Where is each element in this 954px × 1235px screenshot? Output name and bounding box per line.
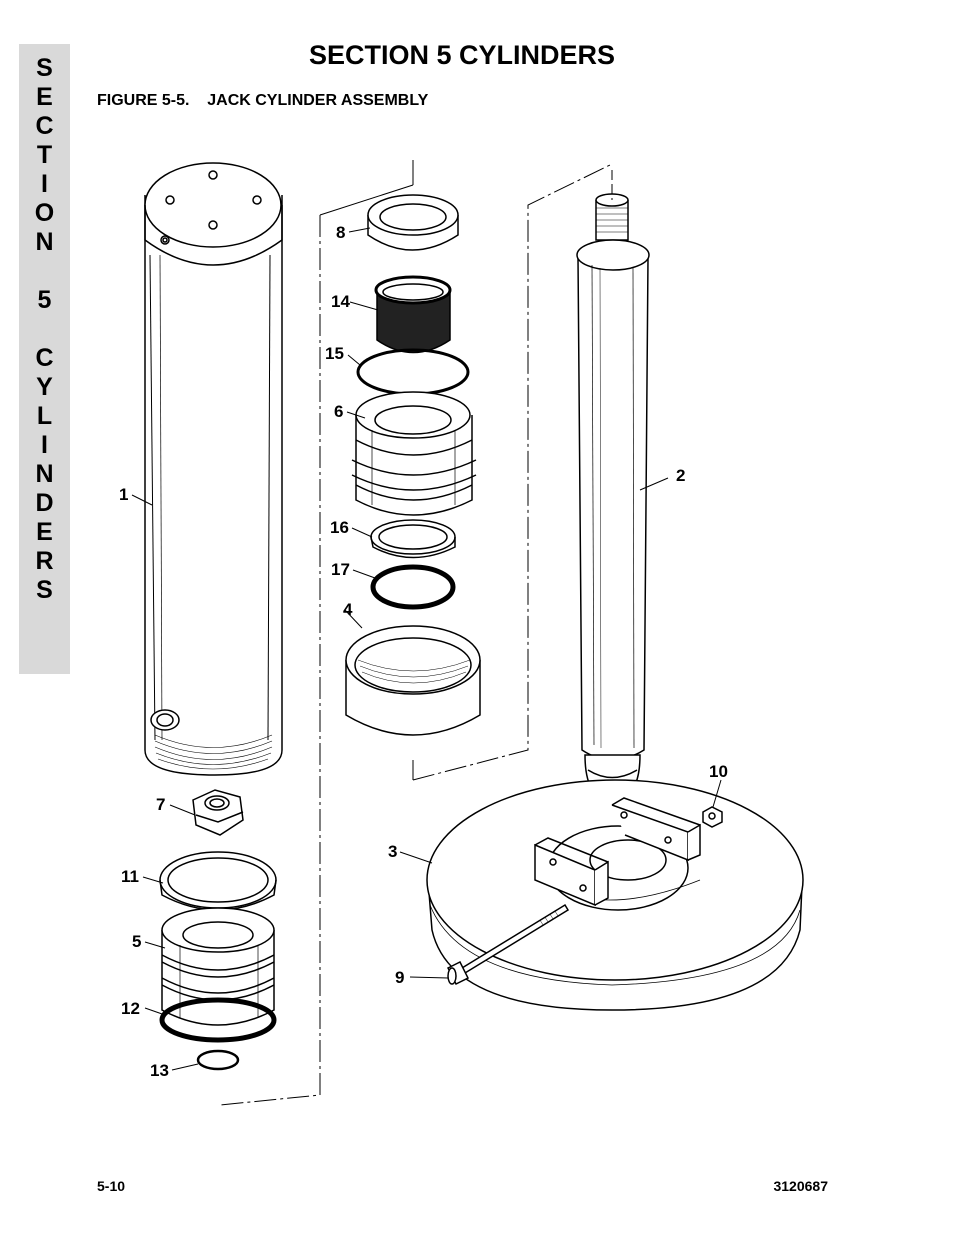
callout-1: 1	[119, 485, 128, 504]
page-number: 5-10	[97, 1178, 126, 1194]
document-number: 3120687	[773, 1178, 828, 1194]
callout-6: 6	[334, 402, 343, 421]
callout-10: 10	[709, 762, 728, 781]
head-seal-drawing	[370, 564, 456, 610]
callout-16: 16	[330, 518, 349, 537]
side-tab-letter: C	[35, 344, 54, 372]
side-tab-letter: R	[35, 547, 54, 575]
head-ring-drawing	[345, 625, 481, 736]
callout-2: 2	[676, 466, 685, 485]
nut-drawing	[192, 789, 244, 836]
head-o-ring-drawing	[356, 348, 470, 396]
cylinder-barrel-drawing	[144, 162, 283, 776]
side-tab-letter: I	[41, 431, 48, 459]
side-tab-letter: D	[35, 489, 54, 517]
callout-14: 14	[331, 292, 350, 311]
small-nut-drawing	[702, 806, 723, 828]
base-plate-drawing	[426, 779, 804, 1011]
cylinder-head-drawing	[351, 391, 477, 516]
pivot-bolt-drawing	[446, 903, 570, 986]
callout-4: 4	[343, 600, 353, 619]
head-backup-ring-drawing	[370, 519, 456, 559]
callout-9: 9	[395, 968, 404, 987]
wiper-ring-drawing	[367, 194, 459, 251]
side-tab-letter: N	[35, 460, 54, 488]
side-tab-letter: Y	[36, 373, 53, 401]
callout-15: 15	[325, 344, 344, 363]
callout-3: 3	[388, 842, 397, 861]
callout-8: 8	[336, 223, 345, 242]
side-tab-letter: L	[36, 402, 53, 430]
callout-12: 12	[121, 999, 140, 1018]
side-tab-letter: 5	[37, 286, 52, 314]
callout-13: 13	[150, 1061, 169, 1080]
side-tab-letter: T	[36, 141, 53, 169]
callout-17: 17	[331, 560, 350, 579]
page-title: SECTION 5 CYLINDERS	[308, 40, 616, 70]
side-tab-letter: N	[35, 228, 54, 256]
side-tab-letter: S	[36, 576, 53, 604]
piston-rod-drawing	[576, 170, 650, 845]
callout-7: 7	[156, 795, 165, 814]
side-tab-letter: S	[36, 54, 53, 82]
piston-seal-drawing	[159, 997, 277, 1043]
side-tab-letter: E	[36, 518, 53, 546]
callout-11: 11	[121, 867, 139, 886]
side-tab-letter: I	[41, 170, 48, 198]
figure-caption: FIGURE 5-5. JACK CYLINDER ASSEMBLY	[97, 92, 429, 109]
o-ring-small-drawing	[196, 1049, 240, 1071]
side-tab-letter: O	[34, 199, 55, 227]
backup-ring-drawing	[159, 851, 277, 911]
side-tab-letter: C	[35, 112, 54, 140]
callout-5: 5	[132, 932, 141, 951]
side-tab-letter: E	[36, 83, 53, 111]
clevis-brackets-drawing	[534, 797, 701, 907]
rod-bushing-drawing	[374, 275, 452, 354]
